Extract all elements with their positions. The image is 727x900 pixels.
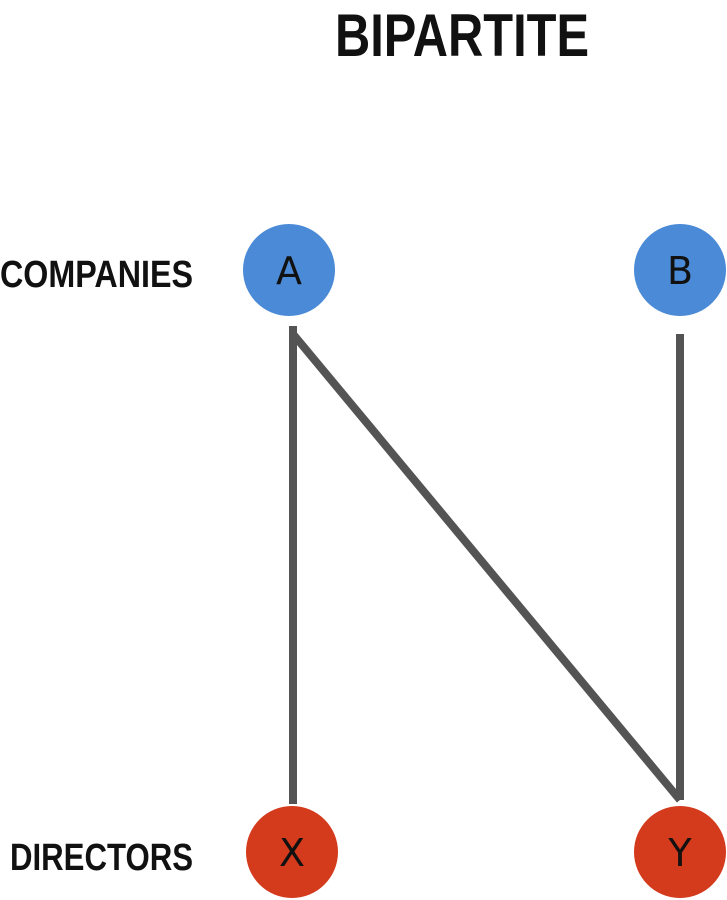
node-a: A — [243, 224, 335, 316]
node-b: B — [634, 224, 726, 316]
row-label-companies: COMPANIES — [0, 254, 193, 296]
edge-a-y — [289, 331, 684, 803]
row-label-directors: DIRECTORS — [10, 837, 193, 879]
node-y-label: Y — [667, 831, 692, 875]
node-x-label: X — [279, 831, 305, 875]
node-x: X — [246, 806, 338, 898]
node-a-label: A — [276, 249, 302, 293]
node-x-circle — [246, 806, 338, 898]
diagram-title: BIPARTITE — [335, 2, 589, 69]
edges-layer — [289, 326, 684, 804]
node-b-label: B — [667, 249, 693, 293]
node-a-circle — [243, 224, 335, 316]
node-y: Y — [634, 806, 726, 898]
nodes-layer: A B X Y — [243, 224, 726, 898]
node-y-circle — [634, 806, 726, 898]
node-b-circle — [634, 224, 726, 316]
